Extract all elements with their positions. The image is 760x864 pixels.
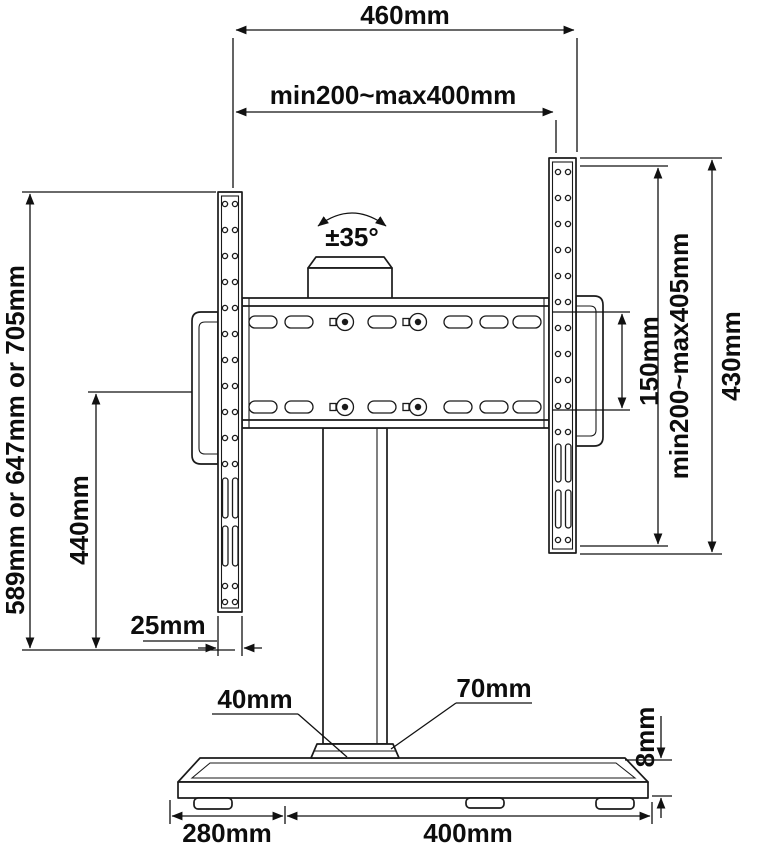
column-top-cap xyxy=(307,256,393,303)
dim-column-height-label: 440mm xyxy=(64,475,94,565)
dim-vesa-height-label: min200~max405mm xyxy=(664,233,694,479)
swivel-indicator: ±35° xyxy=(317,212,387,252)
right-vesa-rail xyxy=(548,157,577,554)
dim-base-depth-label: 280mm xyxy=(182,818,272,848)
swivel-arrow-arc xyxy=(317,212,387,227)
dim-bracket-height-label: 430mm xyxy=(716,311,746,401)
support-column xyxy=(310,427,400,759)
base-plate xyxy=(177,757,649,810)
dim-base-thickness-label: 8mm xyxy=(630,707,660,768)
dimension-lines: 460mm min200~max400mm 589mm or 647mm or … xyxy=(0,0,746,848)
left-vesa-rail xyxy=(217,191,243,613)
dim-rail-width-label: 25mm xyxy=(130,610,205,640)
base-foot xyxy=(193,797,233,810)
dim-vesa-width-label: min200~max400mm xyxy=(270,80,516,110)
base-foot xyxy=(595,797,635,810)
swivel-angle-label: ±35° xyxy=(325,222,379,252)
left-hook-bracket xyxy=(191,311,219,465)
crossbar-plate xyxy=(241,297,550,429)
dim-base-width-label: 400mm xyxy=(423,818,513,848)
dim-overall-width-label: 460mm xyxy=(360,0,450,30)
dim-column-width-label: 70mm xyxy=(456,673,531,703)
dim-row-spacing-label: 150mm xyxy=(634,316,664,406)
right-hook-bracket xyxy=(575,295,604,447)
dim-height-options-label: 589mm or 647mm or 705mm xyxy=(0,265,30,615)
base-foot xyxy=(465,797,505,809)
dim-column-depth-label: 40mm xyxy=(217,684,292,714)
